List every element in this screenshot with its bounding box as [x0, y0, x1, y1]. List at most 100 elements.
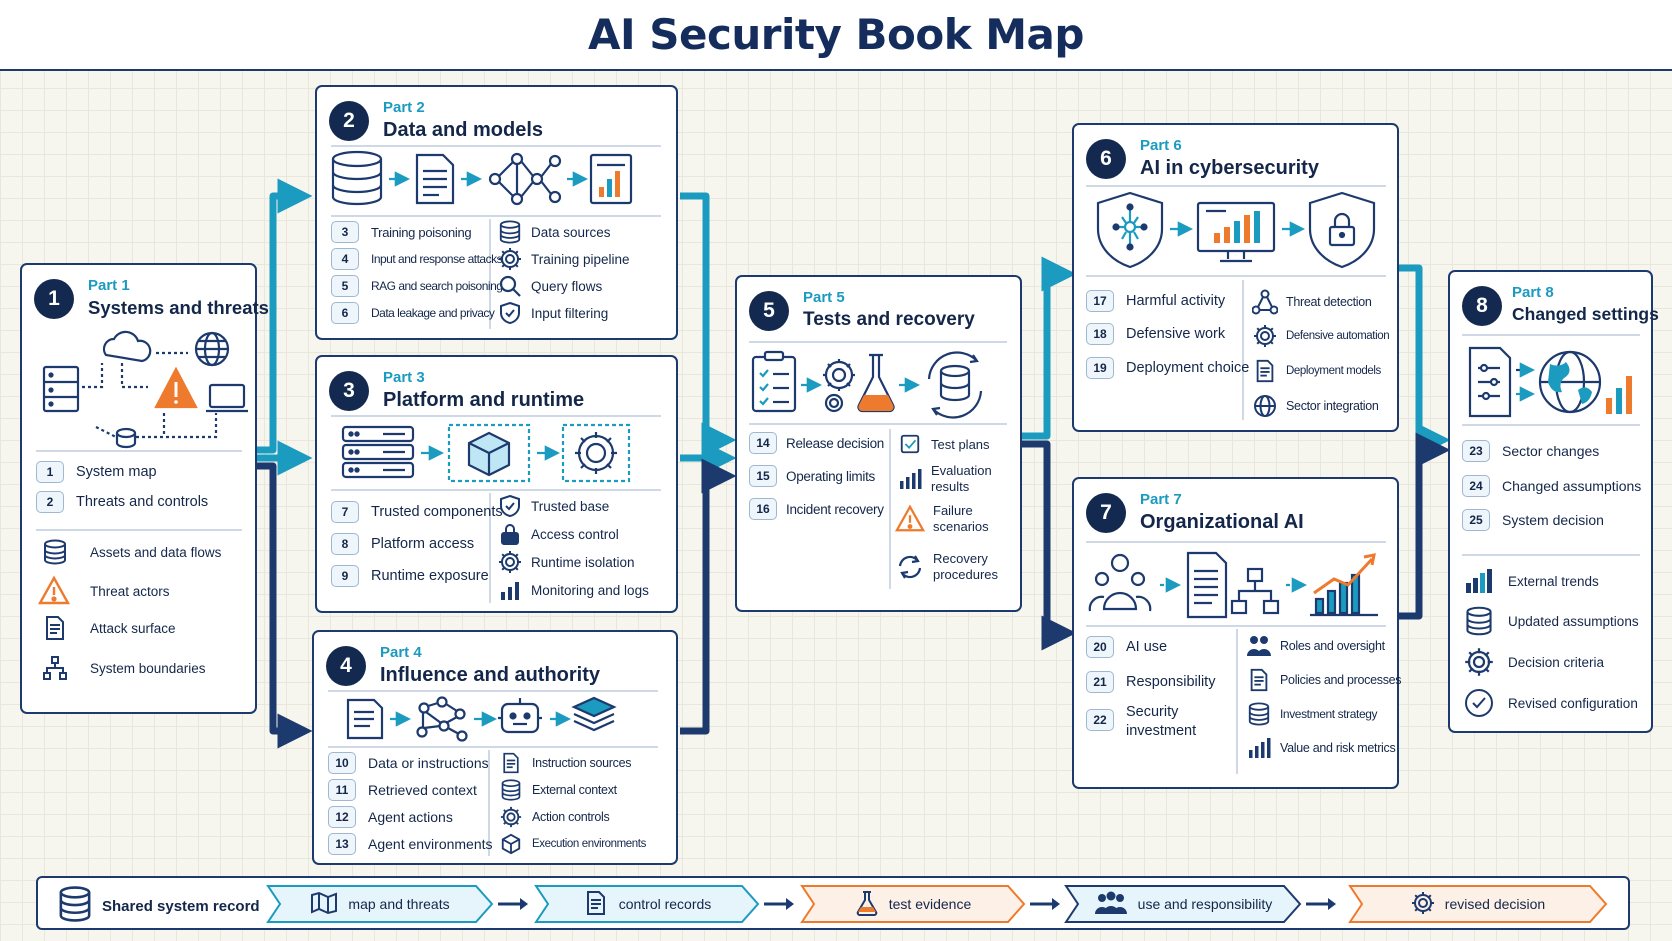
part-2-illustration	[327, 149, 667, 216]
document-icon	[583, 890, 609, 919]
part-5-illustration	[749, 349, 1011, 420]
part-8-label: Part 8	[1512, 284, 1554, 301]
part-7-title: Organizational AI	[1140, 511, 1304, 533]
part-5-divider	[749, 341, 1007, 343]
part-7-illustration	[1088, 549, 1388, 626]
part-5-column-divider	[889, 429, 891, 589]
part-2-item-4: Input filtering	[497, 300, 608, 326]
connector-4-5	[680, 458, 737, 735]
bar-chart-icon	[1464, 566, 1494, 596]
part-3-item-2: Access control	[497, 521, 619, 547]
part-4-item-1: Instruction sources	[498, 750, 632, 776]
connector-5-6	[1022, 256, 1077, 440]
part-5-divider-2	[749, 423, 1007, 425]
step-test-evidence[interactable]: test evidence	[800, 884, 1026, 924]
connector-5-7	[1022, 440, 1077, 651]
bar-chart-icon	[1246, 735, 1272, 761]
database-icon	[58, 886, 92, 927]
lock-icon	[497, 521, 523, 547]
shared-system-record: Shared system record	[58, 886, 260, 927]
connector-1-4	[257, 462, 313, 749]
part-3-title: Platform and runtime	[383, 389, 585, 411]
part-7-item-2: Policies and processes	[1246, 667, 1402, 693]
map-icon	[310, 891, 338, 918]
flow-arrow-2	[764, 898, 794, 910]
part-3-divider-2	[331, 489, 661, 491]
part-3-divider	[331, 415, 661, 417]
part-8-item-1: External trends	[1464, 566, 1599, 596]
checkbox-icon	[897, 431, 923, 457]
network-icon	[1252, 289, 1278, 315]
part-2-item-1: Data sources	[497, 219, 611, 245]
database-icon	[1464, 606, 1494, 636]
part-4-label: Part 4	[380, 644, 422, 661]
part-8-item-2: Updated assumptions	[1464, 606, 1639, 636]
part-7-item-4: Value and risk metrics	[1246, 735, 1396, 761]
gear-icon	[497, 549, 523, 575]
part-8-title: Changed settings	[1512, 304, 1659, 324]
search-icon	[497, 273, 523, 299]
part-1-item-1: Assets and data flows	[42, 539, 221, 565]
part-6-badge: 6	[1086, 139, 1126, 179]
shared-system-record-bar: Shared system record map and threats con…	[36, 876, 1630, 930]
part-8-divider-3	[1462, 554, 1640, 556]
part-7-divider-2	[1086, 625, 1386, 627]
step-map-and-threats[interactable]: map and threats	[266, 884, 494, 924]
part-6-divider-2	[1086, 275, 1386, 277]
part-6-illustration	[1094, 189, 1384, 274]
part-3-badge: 3	[329, 371, 369, 411]
database-icon	[42, 539, 68, 565]
document-icon	[1246, 667, 1272, 693]
step-control-records[interactable]: control records	[534, 884, 760, 924]
shield-check-icon	[497, 300, 523, 326]
part-5-item-1: Test plans	[897, 431, 990, 457]
part-2-label: Part 2	[383, 99, 425, 116]
part-2-divider	[331, 145, 661, 147]
part-2-column-divider	[489, 219, 491, 329]
gear-icon	[497, 246, 523, 272]
flow-arrow-1	[498, 898, 528, 910]
step-use-and-responsibility[interactable]: use and responsibility	[1064, 884, 1302, 924]
check-circle-icon	[1464, 688, 1494, 718]
bar-chart-icon	[897, 466, 923, 492]
refresh-icon	[895, 552, 925, 582]
part-5-item-2: Evaluation results	[897, 463, 1011, 495]
step-revised-decision[interactable]: revised decision	[1348, 884, 1608, 924]
part-6-divider	[1086, 185, 1386, 187]
part-6-item-2: Defensive automation	[1252, 323, 1390, 349]
cube-icon	[498, 831, 524, 857]
part-3-illustration	[337, 423, 657, 490]
part-4-item-4: Execution environments	[498, 831, 646, 857]
part-8-illustration	[1466, 344, 1644, 425]
part-1-item-2: Threat actors	[38, 575, 170, 607]
part-7-column-divider	[1236, 629, 1238, 774]
